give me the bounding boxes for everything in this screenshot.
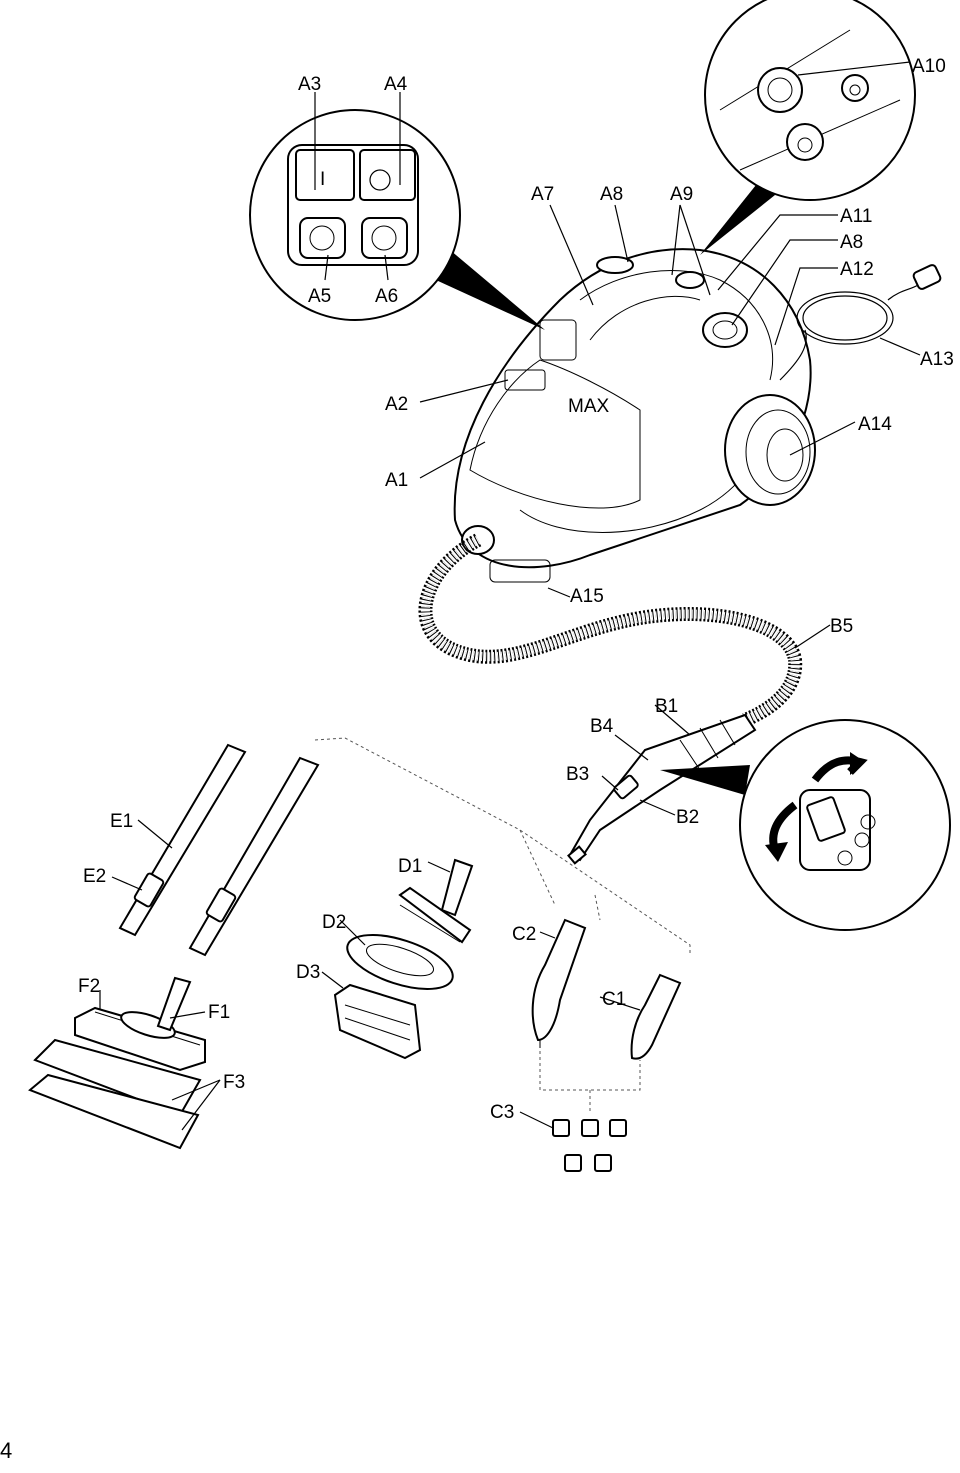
label-f2: F2 <box>78 976 100 997</box>
label-d3: D3 <box>296 962 320 983</box>
label-e2: E2 <box>83 866 106 887</box>
terry-cover <box>346 934 454 990</box>
power-switch <box>295 149 355 201</box>
part-labels: A3 A4 A5 A6 A7 A8 A9 A10 A11 A8 A12 A13 … <box>78 56 954 1123</box>
switch-detail-callout: I <box>249 109 545 330</box>
round-brushes <box>552 1119 627 1172</box>
label-a3: A3 <box>298 74 321 95</box>
label-a10: A10 <box>912 56 946 77</box>
label-a9: A9 <box>670 184 693 205</box>
label-a2: A2 <box>385 394 408 415</box>
control-panel <box>539 319 577 361</box>
hand-nozzle <box>398 858 474 944</box>
label-d2: D2 <box>322 912 346 933</box>
label-a12: A12 <box>840 259 874 280</box>
detail-nozzle <box>531 918 587 1048</box>
label-a8: A8 <box>600 184 623 205</box>
label-c3: C3 <box>490 1102 514 1123</box>
label-b1: B1 <box>655 696 678 717</box>
filler-cap <box>702 312 748 348</box>
label-d1: D1 <box>398 856 422 877</box>
heating-switch <box>359 149 416 201</box>
floor-nozzle <box>74 976 206 1072</box>
hand-nozzle-cloth <box>333 983 422 1060</box>
label-b3: B3 <box>566 764 589 785</box>
leader-lines <box>99 61 921 1131</box>
heating-indicator-lamp <box>299 217 346 259</box>
trigger-lock <box>613 774 639 800</box>
extension-tubes <box>118 743 320 957</box>
safety-cap <box>757 67 803 113</box>
assembly-lines <box>314 737 691 1112</box>
label-a5: A5 <box>308 286 331 307</box>
label-a6: A6 <box>375 286 398 307</box>
page-number: 4 <box>0 1438 13 1463</box>
label-f3: F3 <box>223 1072 245 1093</box>
off-symbol <box>369 169 391 191</box>
label-a11: A11 <box>840 206 872 227</box>
label-f1: F1 <box>208 1002 230 1023</box>
plug <box>912 264 942 290</box>
label-a7: A7 <box>531 184 554 205</box>
floor-cloths <box>28 1038 202 1150</box>
label-b2: B2 <box>676 807 699 828</box>
on-symbol: I <box>320 169 325 190</box>
label-a14: A14 <box>858 414 892 435</box>
max-mark: MAX <box>568 396 610 417</box>
label-c1: C1 <box>602 989 626 1010</box>
label-a15: A15 <box>570 586 604 607</box>
gun-switch-callout <box>660 719 951 931</box>
filler-detail-callout <box>700 0 916 255</box>
steam-gun <box>567 713 757 865</box>
label-c2: C2 <box>512 924 536 945</box>
label-a1: A1 <box>385 470 408 491</box>
label-a4: A4 <box>384 74 408 95</box>
steam-cleaner-body: MAX <box>453 248 816 583</box>
power-cable <box>779 264 942 381</box>
label-b4: B4 <box>590 716 614 737</box>
label-b5: B5 <box>830 616 853 637</box>
wheel <box>724 394 816 506</box>
steam-hose <box>418 533 803 727</box>
label-a8-second: A8 <box>840 232 863 253</box>
label-a13: A13 <box>920 349 954 370</box>
point-jet-nozzle <box>630 973 682 1060</box>
label-e1: E1 <box>110 811 133 832</box>
water-level-lamp <box>361 217 408 259</box>
steam-quantity-switch <box>806 796 846 842</box>
